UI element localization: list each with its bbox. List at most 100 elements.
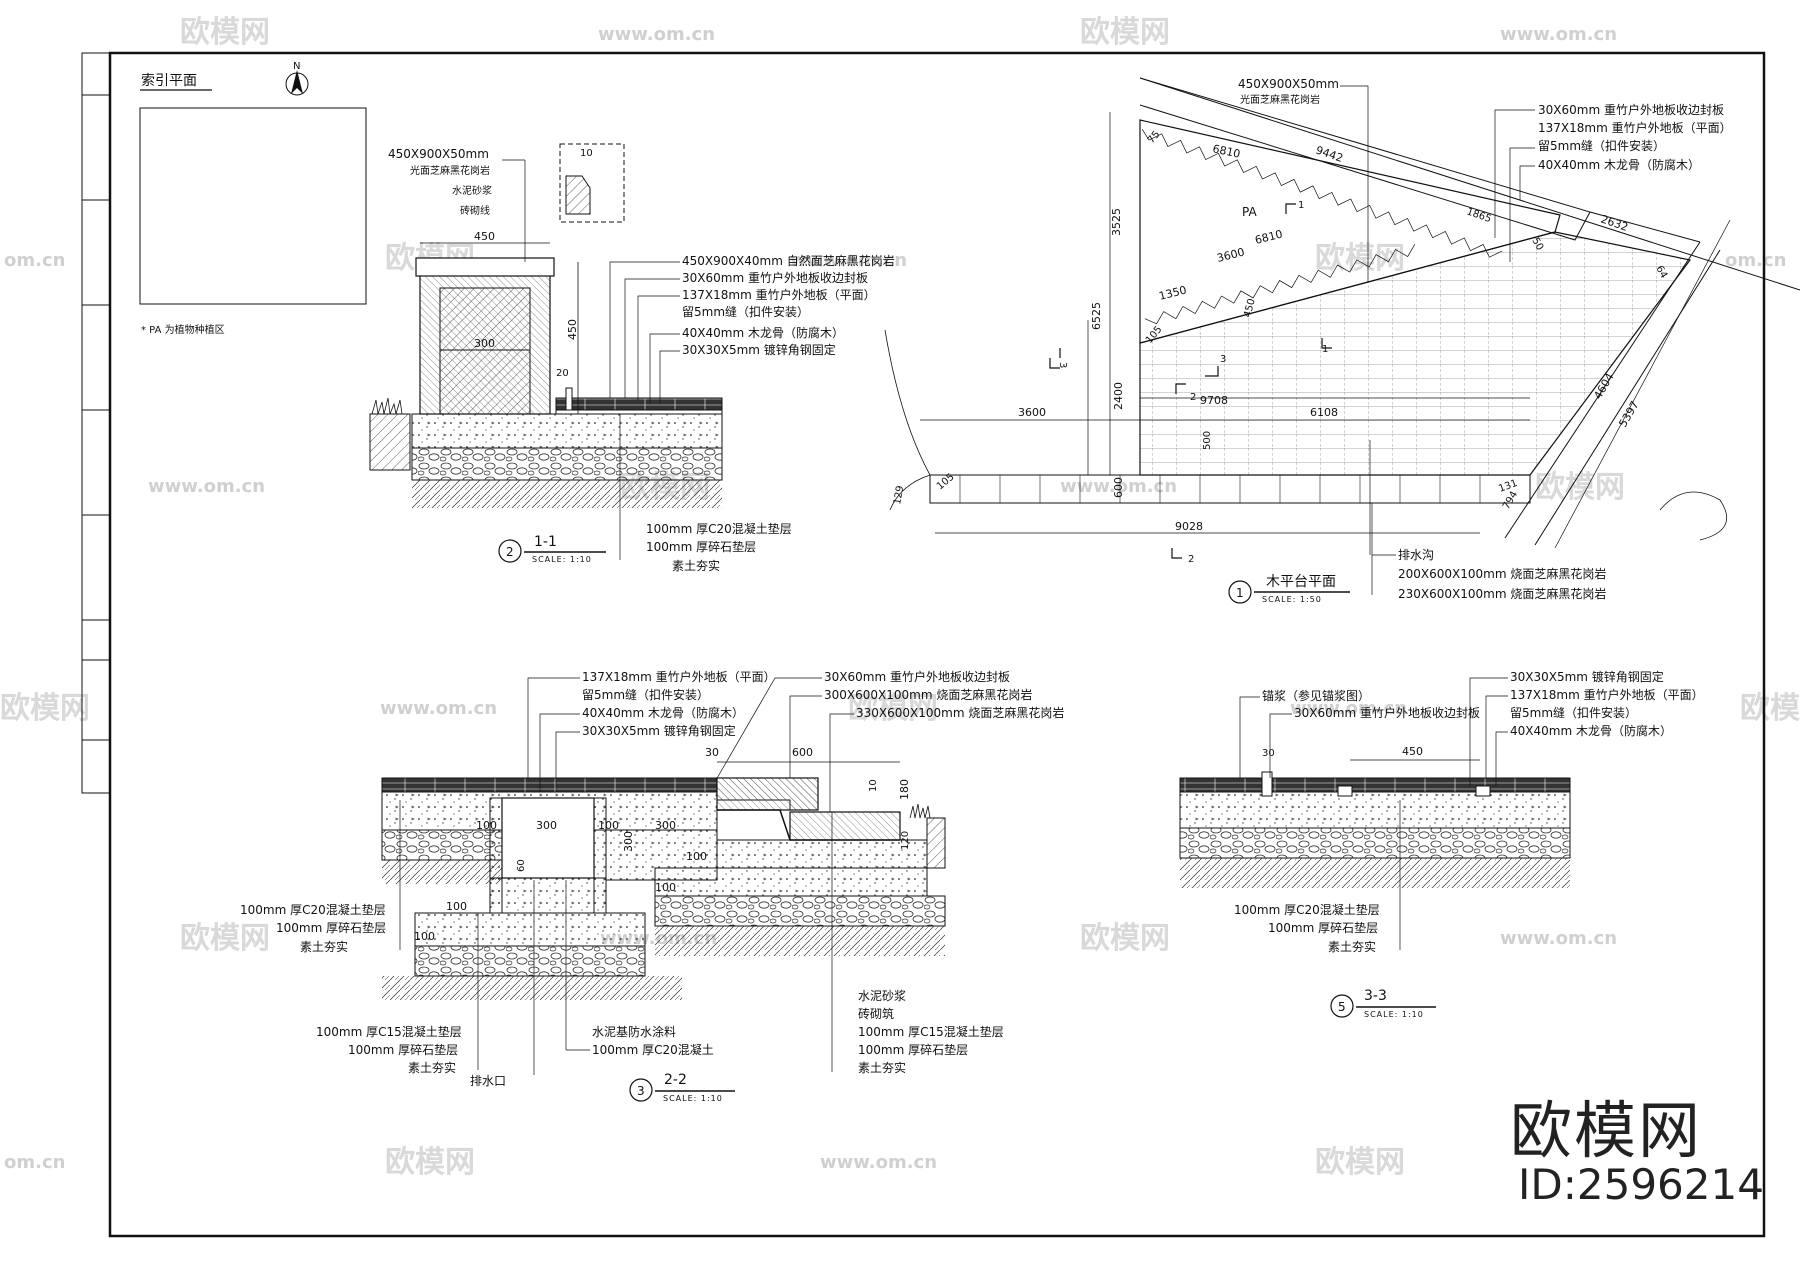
- dim-text: 180: [898, 779, 911, 800]
- callout-label: 100mm 厚碎石垫层: [276, 920, 386, 935]
- dim-text: 100: [598, 819, 619, 832]
- watermark-url: www.om.cn: [790, 250, 907, 271]
- callout-label: 素土夯实: [672, 558, 720, 573]
- detail-title: 3-3: [1364, 988, 1387, 1004]
- section-mark: 2: [1188, 554, 1194, 565]
- brand-logo-text: 欧模网: [1510, 1094, 1703, 1167]
- callout-label: 素土夯实: [858, 1060, 906, 1075]
- detail-number-bubble: [1228, 580, 1252, 604]
- callout-label: 30X30X5mm 镀锌角钢固定: [582, 723, 736, 738]
- callout-label: 450X900X50mm: [1238, 77, 1339, 91]
- granite-cap: [415, 257, 555, 277]
- section-mark: 1: [1298, 200, 1304, 211]
- callout-label: 砖砌筑: [858, 1006, 894, 1021]
- dim-text: 100: [446, 900, 467, 913]
- watermark-brand: 欧模网: [385, 1145, 475, 1180]
- detail-scale: SCALE: 1:50: [1262, 595, 1322, 604]
- gravel-layer: [1179, 827, 1571, 859]
- callout-label: 100mm 厚碎石垫层: [646, 539, 756, 554]
- watermark-brand: 欧模网: [1315, 241, 1405, 276]
- dim-text: 100: [414, 930, 435, 943]
- callout-label: 光面芝麻黑花岗岩: [1240, 93, 1320, 106]
- detail-scale: SCALE: 1:10: [1364, 1010, 1424, 1019]
- callout-label: 30X30X5mm 镀锌角钢固定: [1510, 669, 1664, 684]
- dim-text: 2400: [1112, 382, 1125, 410]
- dim-text: 9442: [1314, 144, 1345, 165]
- dim-text: 100: [655, 881, 676, 894]
- dim-text: 1350: [1158, 284, 1188, 303]
- dim-text: 9028: [1175, 520, 1203, 533]
- dim-text: 5397: [1616, 399, 1641, 430]
- watermark-url: www.om.cn: [1500, 24, 1617, 45]
- dim-text: 450: [474, 230, 495, 243]
- detail-wood-platform-plan: 6810 9442 2632 6810 3600 1350 3525 6525 …: [884, 77, 1800, 604]
- detail-scale: SCALE: 1:10: [663, 1094, 723, 1103]
- compacted-earth-layer: [382, 860, 502, 884]
- watermark-url-short: om.cn: [1725, 250, 1786, 271]
- watermark-brand: 欧模网: [848, 691, 938, 726]
- wall-core: [439, 287, 531, 415]
- callout-label: 锚浆（参见锚浆图）: [1262, 688, 1370, 703]
- watermark-url: www.om.cn: [598, 24, 715, 45]
- detail-number-bubble: [498, 539, 522, 563]
- callout-label: 留5mm缝（扣件安装）: [1510, 705, 1637, 720]
- callout-label: 留5mm缝（扣件安装）: [682, 304, 809, 319]
- granite-step-lower: [789, 811, 901, 841]
- dim-text: 10: [580, 148, 593, 159]
- dim-text: 3525: [1110, 208, 1123, 236]
- dim-text: 129: [892, 485, 906, 506]
- callout-label: 100mm 厚碎石垫层: [858, 1042, 968, 1057]
- north-arrow-icon: N: [285, 61, 309, 96]
- callout-label: 水泥砂浆: [858, 988, 906, 1003]
- callout-label: 排水沟: [1398, 548, 1434, 562]
- watermark-url: www.om.cn: [148, 476, 265, 497]
- dim-text: 30: [705, 746, 719, 759]
- callout-label: 40X40mm 木龙骨（防腐木）: [1538, 157, 1700, 172]
- callout-label: 水泥砂浆: [452, 184, 492, 197]
- callout-label: 100mm 厚碎石垫层: [348, 1042, 458, 1057]
- c20-concrete-layer: [411, 413, 723, 449]
- detail-2-2: 30 600 100 300 100 300 300 100 100 100 1…: [240, 669, 1064, 1103]
- callout-label: 水泥基防水涂料: [592, 1024, 676, 1039]
- watermark-brand: 欧模网: [1535, 470, 1625, 505]
- watermark-brand: 欧模网: [1080, 15, 1170, 50]
- detail-number-bubble: [629, 1078, 653, 1102]
- callout-label: 40X40mm 木龙骨（防腐木）: [582, 705, 744, 720]
- callout-label: 30X30X5mm 镀锌角钢固定: [682, 342, 836, 357]
- callout-label: 100mm 厚C20混凝土: [592, 1042, 714, 1057]
- callout-label: 光面芝麻黑花岗岩: [410, 164, 490, 177]
- dim-text: 6108: [1310, 406, 1338, 419]
- index-plan: 索引平面 N * PA 为植物种植区: [139, 61, 367, 336]
- detail-scale: SCALE: 1:10: [532, 555, 592, 564]
- dim-text: 1865: [1465, 206, 1493, 225]
- watermark-brand: 欧模网: [180, 921, 270, 956]
- dim-text: 120: [900, 831, 911, 850]
- dim-text: 6525: [1090, 302, 1103, 330]
- c20-concrete-layer: [1179, 791, 1571, 829]
- detail-title: 木平台平面: [1266, 574, 1336, 590]
- callout-label: 素土夯实: [300, 939, 348, 954]
- callout-label: 砖砌线: [460, 204, 490, 217]
- dim-text: 6810: [1211, 142, 1241, 161]
- north-label: N: [293, 61, 300, 72]
- callout-label: 30X60mm 重竹户外地板收边封板: [682, 270, 868, 285]
- callout-label: 100mm 厚C15混凝土垫层: [858, 1024, 1004, 1039]
- callout-label: 30X60mm 重竹户外地板收边封板: [1294, 705, 1480, 720]
- gravel-layer: [411, 447, 723, 481]
- callout-label: 137X18mm 重竹户外地板（平面）: [582, 669, 776, 684]
- section-mark: 3: [1057, 362, 1068, 368]
- dim-text: 100: [476, 819, 497, 832]
- index-plan-note: * PA 为植物种植区: [141, 323, 225, 336]
- section-mark: 3: [1220, 354, 1226, 365]
- callout-label: 100mm 厚C15混凝土垫层: [316, 1024, 462, 1039]
- decking-board: [1179, 777, 1571, 793]
- callout-label: 40X40mm 木龙骨（防腐木）: [1510, 723, 1672, 738]
- dim-text: 300: [536, 819, 557, 832]
- planting-area-label: PA: [1242, 205, 1257, 219]
- callout-label: 137X18mm 重竹户外地板（平面）: [1510, 687, 1704, 702]
- dim-text: 300: [622, 831, 635, 852]
- callout-label: 100mm 厚C20混凝土垫层: [240, 902, 386, 917]
- callout-label: 留5mm缝（扣件安装）: [1538, 138, 1665, 153]
- compacted-earth-layer: [412, 480, 722, 508]
- detail-title: 2-2: [664, 1072, 687, 1088]
